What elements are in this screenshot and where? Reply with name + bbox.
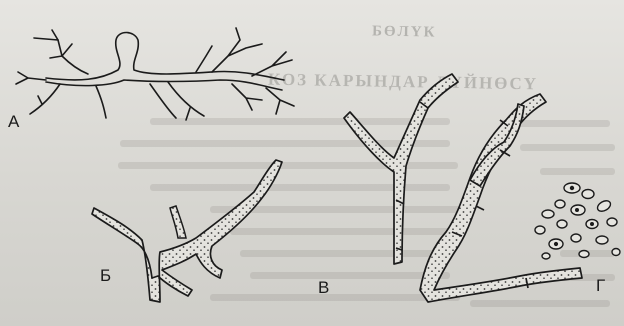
- figure-label-a: А: [8, 112, 19, 132]
- figure-a-mycelium: [16, 28, 294, 120]
- figure-label-b: Б: [100, 266, 111, 286]
- figure-c-septate-hyphae: [344, 74, 582, 302]
- figure-label-v: В: [318, 278, 329, 298]
- figure-b-hypha: [92, 160, 282, 302]
- figure-label-g: Г: [596, 276, 605, 296]
- figure-d-yeast-cells: [535, 183, 620, 259]
